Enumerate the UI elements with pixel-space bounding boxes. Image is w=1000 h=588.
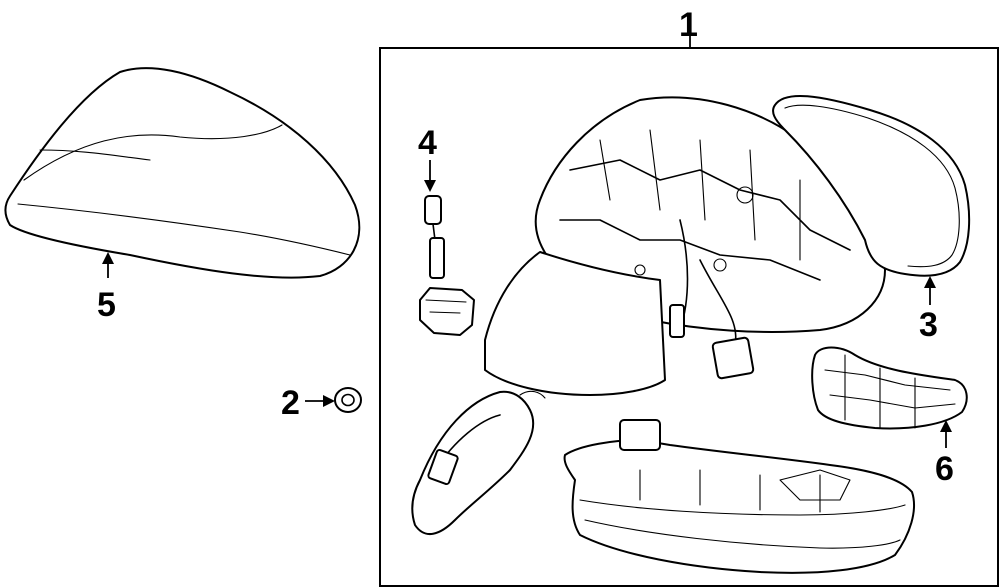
mirror-cover-cap[interactable]	[4, 67, 361, 279]
assembly-frame	[379, 36, 999, 587]
callout-1: 1	[679, 6, 698, 44]
turn-signal-lamp[interactable]	[563, 419, 916, 574]
callout-4-leader	[424, 160, 436, 192]
mirror-glass[interactable]	[772, 95, 971, 277]
callout-5: 5	[97, 286, 116, 324]
callout-3: 3	[919, 306, 938, 344]
callout-2: 2	[281, 384, 300, 422]
wire-harness[interactable]	[411, 390, 546, 535]
callout-5-leader	[102, 252, 114, 278]
callout-2-leader	[305, 395, 335, 407]
callout-6-leader	[940, 420, 952, 448]
callout-3-leader	[924, 276, 936, 305]
mirror-housing-assembly[interactable]	[484, 96, 886, 396]
signal-bulb-socket[interactable]	[419, 195, 475, 336]
side-lamp[interactable]	[811, 346, 968, 430]
callout-6: 6	[935, 450, 954, 488]
mirror-nut[interactable]	[334, 387, 362, 413]
callout-4: 4	[418, 124, 437, 162]
